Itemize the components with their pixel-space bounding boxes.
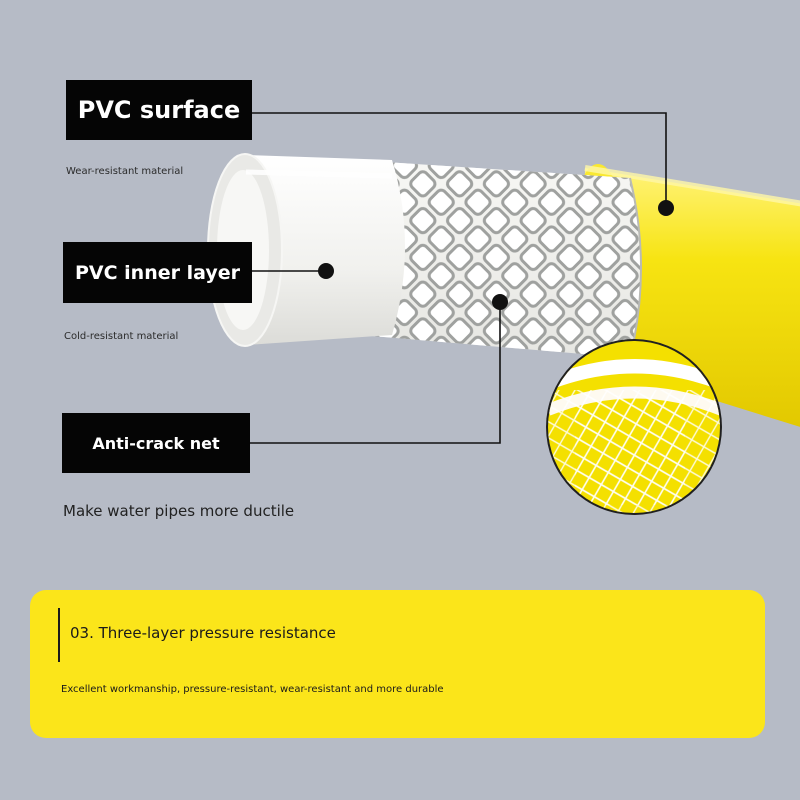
anti-crack-net-label: Anti-crack net (62, 413, 250, 473)
inner-pointer-dot (318, 263, 334, 279)
pvc-surface-subtitle: Wear-resistant material (66, 166, 184, 177)
panel-accent-bar (58, 608, 60, 662)
panel-description: Excellent workmanship, pressure-resistan… (61, 684, 444, 695)
feature-panel: 03. Three-layer pressure resistance Exce… (30, 590, 765, 738)
pvc-inner-layer-label: PVC inner layer (63, 242, 252, 303)
anti-crack-net-subtitle: Make water pipes more ductile (63, 502, 295, 520)
pvc-inner-layer-subtitle: Cold-resistant material (64, 331, 179, 342)
magnified-cross-section (546, 339, 722, 515)
net-pointer-dot (492, 294, 508, 310)
leader-lines (250, 112, 674, 444)
surface-pointer-dot (658, 200, 674, 216)
pvc-surface-label: PVC surface (66, 80, 252, 140)
panel-title: 03. Three-layer pressure resistance (70, 624, 336, 642)
